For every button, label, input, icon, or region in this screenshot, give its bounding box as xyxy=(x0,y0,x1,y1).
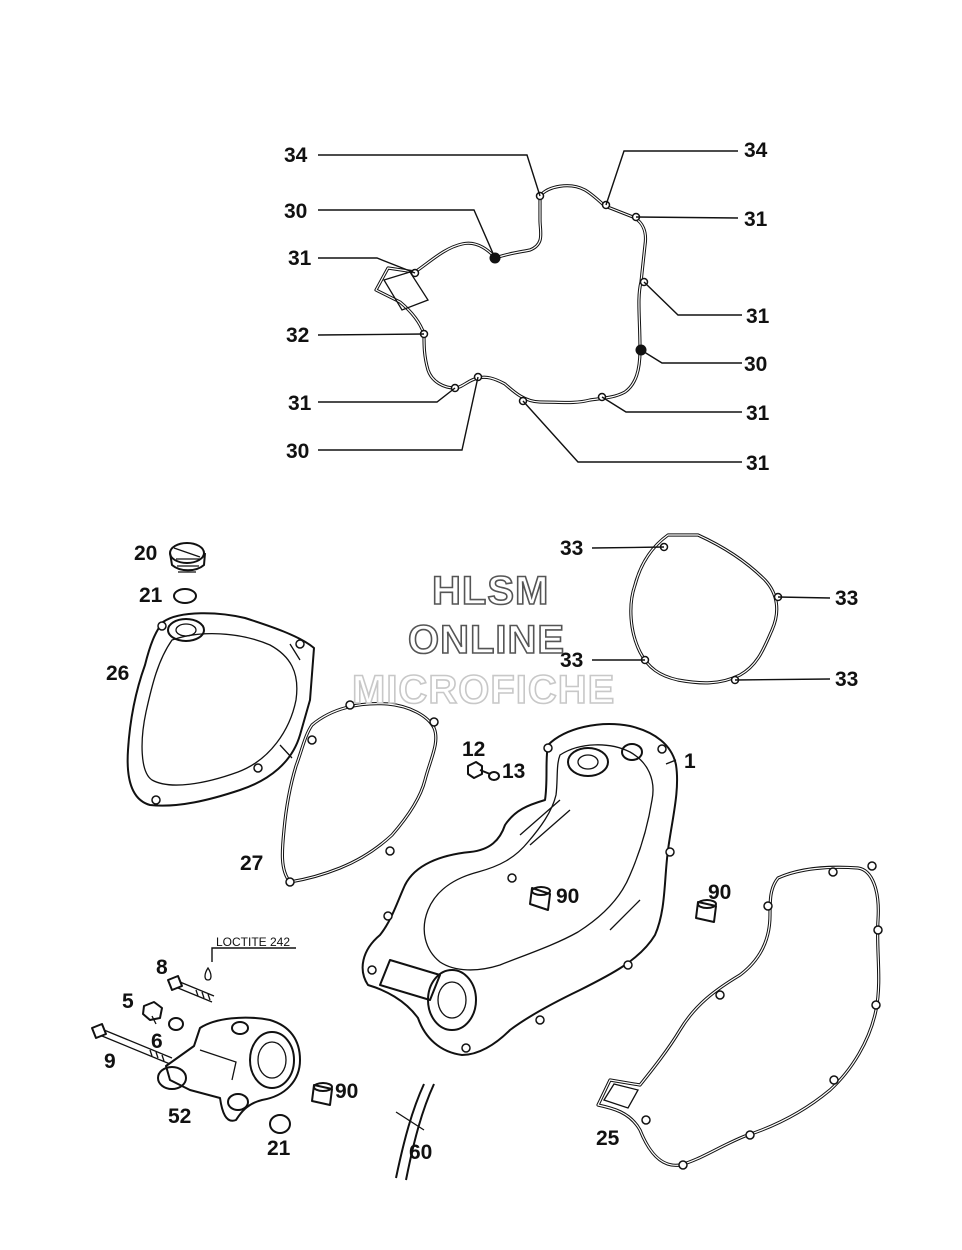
outer-clutch-cover-26 xyxy=(126,612,315,807)
callout-label: 5 xyxy=(122,990,134,1013)
bolt-9 xyxy=(91,1023,173,1065)
callout-label: 52 xyxy=(168,1105,191,1128)
water-pump-cover-52 xyxy=(157,1016,301,1122)
loctite-note: LOCTITE 242 xyxy=(216,935,290,949)
loctite-drop-icon xyxy=(204,966,212,981)
bolt-8 xyxy=(167,975,215,1003)
callout-label: 31 xyxy=(288,247,312,270)
callout-label: 1 xyxy=(684,750,696,773)
washer-6 xyxy=(168,1017,184,1031)
lower-callouts: 20 21 26 27 33 33 33 33 12 13 1 90 90 90… xyxy=(104,537,858,1164)
callout-label: 9 xyxy=(104,1050,116,1073)
callout-label: 27 xyxy=(240,852,263,875)
callout-label: 90 xyxy=(556,885,579,908)
callout-label: 30 xyxy=(744,353,767,376)
o-ring-21b xyxy=(269,1114,291,1134)
top-leader-lines xyxy=(317,150,742,463)
callout-label: 90 xyxy=(708,881,731,904)
gasket-33 xyxy=(591,533,831,685)
watermark-line2: ONLINE xyxy=(408,618,565,662)
callout-label: 26 xyxy=(106,662,129,685)
callout-label: 34 xyxy=(284,144,308,167)
callout-label: 31 xyxy=(746,402,770,425)
clutch-cover-1 xyxy=(361,723,679,1056)
hose-60 xyxy=(395,1083,435,1181)
watermark-line1: HLSM xyxy=(432,569,549,613)
gasket-27 xyxy=(280,700,439,887)
callout-label: 8 xyxy=(156,956,168,979)
washer-13 xyxy=(488,771,500,781)
dowel-90-a xyxy=(529,886,551,911)
callout-label: 31 xyxy=(288,392,312,415)
screw-5 xyxy=(142,1001,163,1025)
callout-label: 25 xyxy=(596,1127,620,1150)
callout-label: 6 xyxy=(151,1030,163,1053)
callout-label: 21 xyxy=(267,1137,291,1160)
callout-label: 31 xyxy=(744,208,768,231)
inner-cover-gasket-top xyxy=(374,184,649,406)
loctite-leader xyxy=(211,947,296,962)
callout-label: 30 xyxy=(286,440,309,463)
top-callouts: 34 34 30 31 31 32 31 30 31 31 30 31 xyxy=(284,139,770,475)
callout-label: 13 xyxy=(502,760,525,783)
watermark: HLSM ONLINE MICROFICHE xyxy=(351,568,615,713)
callout-label: 33 xyxy=(835,587,858,610)
callout-label: 33 xyxy=(835,668,858,691)
callout-label: 60 xyxy=(409,1141,432,1164)
callout-label: 30 xyxy=(284,200,307,223)
o-ring-21 xyxy=(173,588,197,604)
bolt-12 xyxy=(467,761,491,779)
callout-label: 31 xyxy=(746,305,770,328)
callout-label: 31 xyxy=(746,452,770,475)
dowel-90-b xyxy=(695,899,717,923)
callout-label: 33 xyxy=(560,649,583,672)
callout-label: 21 xyxy=(139,584,163,607)
callout-label: 33 xyxy=(560,537,583,560)
gasket-25 xyxy=(596,861,883,1170)
callout-label: 20 xyxy=(134,542,157,565)
callout-label: 32 xyxy=(286,324,309,347)
dowel-90-c xyxy=(311,1082,333,1106)
filler-cap-20 xyxy=(169,542,206,573)
callout-label: 12 xyxy=(462,738,485,761)
callout-label: 90 xyxy=(335,1080,358,1103)
watermark-line3: MICROFICHE xyxy=(352,668,615,712)
callout-label: 34 xyxy=(744,139,768,162)
